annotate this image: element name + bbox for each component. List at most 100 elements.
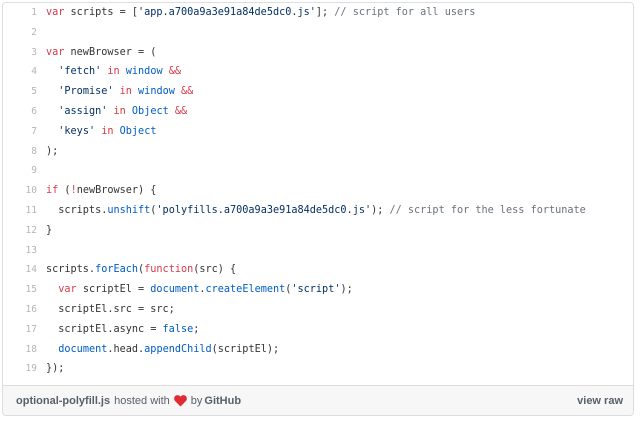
view-raw-link[interactable]: view raw bbox=[577, 394, 623, 407]
file-name-link[interactable]: optional-polyfill.js bbox=[16, 394, 111, 407]
line-number[interactable]: 6 bbox=[31, 105, 37, 117]
code-token: ); bbox=[46, 145, 59, 157]
line-number[interactable]: 18 bbox=[25, 343, 37, 355]
code-line: 5 'Promise' in window && bbox=[3, 82, 633, 102]
code-token: ( bbox=[285, 284, 292, 296]
code-token: in bbox=[101, 125, 114, 137]
code-text: ); bbox=[37, 142, 58, 162]
code-token: ); bbox=[371, 204, 390, 216]
line-number[interactable]: 4 bbox=[31, 66, 37, 78]
code-text: }); bbox=[37, 359, 64, 379]
code-token: // script for all users bbox=[334, 7, 476, 18]
code-text: } bbox=[37, 221, 52, 241]
code-text: document.head.appendChild(scriptEl); bbox=[37, 340, 279, 360]
code-token: appendChild bbox=[144, 343, 212, 355]
code-line: 8); bbox=[3, 142, 633, 162]
code-line: 6 'assign' in Object && bbox=[3, 102, 633, 122]
code-token: Object bbox=[119, 125, 157, 137]
code-token: (src) { bbox=[193, 264, 237, 276]
line-number[interactable]: 14 bbox=[25, 264, 37, 276]
code-text: 'keys' in Object bbox=[37, 122, 156, 142]
code-token: in bbox=[113, 105, 126, 117]
code-token: 'fetch' bbox=[58, 66, 102, 78]
code-token: forEach bbox=[95, 264, 139, 276]
code-token bbox=[46, 126, 58, 137]
code-token: // script for the less fortunate bbox=[389, 204, 586, 216]
code-token: 'Promise' bbox=[58, 86, 114, 98]
code-token: in bbox=[119, 86, 132, 98]
code-token: document bbox=[58, 343, 108, 355]
github-link[interactable]: GitHub bbox=[204, 394, 242, 407]
code-token: false bbox=[162, 323, 194, 335]
code-token: in bbox=[107, 66, 120, 78]
code-text bbox=[37, 23, 46, 43]
code-token: function bbox=[144, 264, 194, 276]
code-text: var newBrowser = ( bbox=[37, 43, 156, 63]
line-number[interactable]: 7 bbox=[31, 125, 37, 137]
code-token: ( bbox=[58, 185, 71, 197]
code-token bbox=[46, 86, 58, 97]
line-number[interactable]: 8 bbox=[31, 145, 37, 157]
code-text: var scriptEl = document.createElement('s… bbox=[37, 280, 352, 300]
code-token bbox=[46, 106, 58, 117]
code-token: 'polyfills.a700a9a3e91a84de5dc0.js' bbox=[156, 204, 372, 216]
code-token: . bbox=[199, 284, 206, 296]
line-number[interactable]: 17 bbox=[25, 323, 37, 335]
line-number[interactable]: 5 bbox=[31, 86, 37, 98]
code-token bbox=[46, 344, 58, 355]
code-token: scripts = [ bbox=[64, 7, 139, 18]
code-token: 'app.a700a9a3e91a84de5dc0.js' bbox=[138, 7, 316, 18]
code-text bbox=[37, 241, 46, 261]
code-line: 13 bbox=[3, 241, 633, 261]
code-token: ( bbox=[138, 264, 145, 276]
code-token: scripts. bbox=[46, 204, 108, 216]
code-text: var scripts = ['app.a700a9a3e91a84de5dc0… bbox=[37, 3, 475, 23]
code-line: 14 scripts.forEach(function(src) { bbox=[3, 260, 633, 280]
line-number[interactable]: 9 bbox=[31, 165, 37, 177]
line-number[interactable]: 16 bbox=[25, 303, 37, 315]
code-token: scripts. bbox=[46, 264, 96, 276]
code-token: ! bbox=[70, 185, 77, 197]
code-text: if (!newBrowser) { bbox=[37, 181, 156, 201]
code-line: 9 bbox=[3, 161, 633, 181]
code-token: }); bbox=[46, 363, 65, 375]
code-line: 18 document.head.appendChild(scriptEl); bbox=[3, 340, 633, 360]
code-line: 15 var scriptEl = document.createElement… bbox=[3, 280, 633, 300]
code-token: document bbox=[150, 284, 200, 296]
code-line: 19}); bbox=[3, 359, 633, 379]
line-number[interactable]: 10 bbox=[25, 185, 37, 197]
code-text: 'Promise' in window && bbox=[37, 82, 193, 102]
code-token: ( bbox=[150, 204, 157, 216]
code-token: Object bbox=[131, 105, 169, 117]
line-number[interactable]: 12 bbox=[25, 224, 37, 236]
line-number[interactable]: 1 bbox=[31, 7, 37, 18]
code-token bbox=[46, 66, 58, 77]
code-token: .head. bbox=[107, 343, 145, 355]
line-number[interactable]: 3 bbox=[31, 46, 37, 58]
code-token: var bbox=[46, 46, 65, 58]
line-number[interactable]: 15 bbox=[25, 284, 37, 296]
code-token: && bbox=[181, 86, 194, 98]
code-token: 'keys' bbox=[58, 125, 96, 137]
line-number[interactable]: 2 bbox=[31, 26, 37, 38]
code-text: scriptEl.async = false; bbox=[37, 320, 199, 340]
code-token: (scriptEl); bbox=[211, 343, 280, 355]
code-line: 16 scriptEl.src = src; bbox=[3, 300, 633, 320]
heart-icon bbox=[173, 394, 187, 407]
code-token: newBrowser) { bbox=[76, 185, 157, 197]
code-text: scripts.unshift('polyfills.a700a9a3e91a8… bbox=[37, 201, 586, 221]
code-token: ]; bbox=[315, 7, 335, 18]
code-text bbox=[37, 161, 46, 181]
line-number[interactable]: 19 bbox=[25, 363, 37, 375]
code-line: 11 scripts.unshift('polyfills.a700a9a3e9… bbox=[3, 201, 633, 221]
line-number[interactable]: 13 bbox=[25, 244, 37, 256]
code-token: createElement bbox=[205, 284, 286, 296]
line-number[interactable]: 11 bbox=[25, 204, 37, 216]
code-token: && bbox=[174, 105, 188, 117]
code-token: var bbox=[46, 7, 65, 18]
code-token: scriptEl.src = src; bbox=[46, 303, 175, 315]
code-line: 17 scriptEl.async = false; bbox=[3, 320, 633, 340]
